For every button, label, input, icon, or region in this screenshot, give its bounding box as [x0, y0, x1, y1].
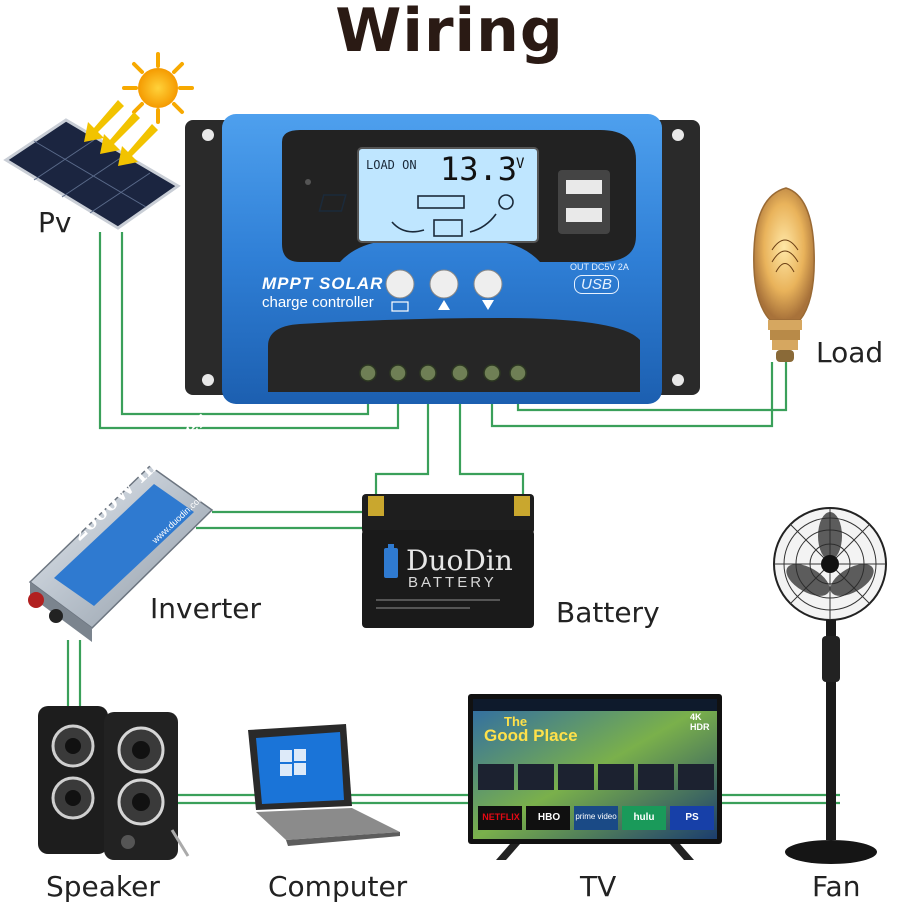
laptop-device — [248, 724, 400, 846]
wire-battery-negative — [458, 378, 525, 500]
label-load: Load — [816, 336, 884, 369]
page-title: Wiring — [335, 0, 564, 66]
usb-label: USB — [574, 275, 619, 294]
tv-app-netflix: NETFLIX — [482, 812, 520, 822]
controller-brand-line2: charge controller — [262, 294, 374, 311]
lcd-value: 13.3 — [440, 150, 518, 188]
label-inverter: Inverter — [150, 592, 262, 625]
label-tv: TV — [580, 870, 617, 903]
battery-device — [362, 494, 534, 628]
battery-brand: DuoDin — [406, 544, 513, 577]
inverter-device — [28, 465, 214, 642]
charge-controller — [185, 114, 700, 404]
fan-device — [773, 507, 887, 864]
label-fan: Fan — [812, 870, 861, 903]
controller-brand-line1: MPPT SOLAR — [262, 274, 384, 293]
wire-battery-positive — [374, 378, 430, 500]
tv-device — [468, 694, 722, 860]
label-pv: Pv — [38, 206, 72, 239]
label-battery: Battery — [556, 596, 660, 629]
usb-output-rating: OUT DC5V 2A — [570, 262, 629, 272]
solar-panel — [3, 118, 181, 230]
tv-app-hulu: hulu — [633, 812, 655, 823]
label-speaker: Speaker — [46, 870, 160, 903]
battery-sub: BATTERY — [408, 574, 497, 591]
tv-show-line1: The — [504, 714, 528, 729]
sun-icon — [122, 52, 194, 124]
lcd-status: LOAD ON — [366, 158, 417, 172]
tv-app-prime: prime video — [575, 812, 617, 821]
speaker-device — [38, 706, 190, 860]
light-bulb-icon — [753, 187, 815, 362]
tv-badge: 4K HDR — [690, 712, 710, 732]
label-computer: Computer — [268, 870, 408, 903]
tv-app-hbo: HBO — [537, 812, 561, 823]
sunlight-arrows-icon — [84, 100, 158, 166]
tv-show-line2: Good Place — [484, 726, 578, 745]
lcd-unit: V — [516, 156, 525, 172]
tv-app-playstation: PS — [685, 812, 699, 823]
